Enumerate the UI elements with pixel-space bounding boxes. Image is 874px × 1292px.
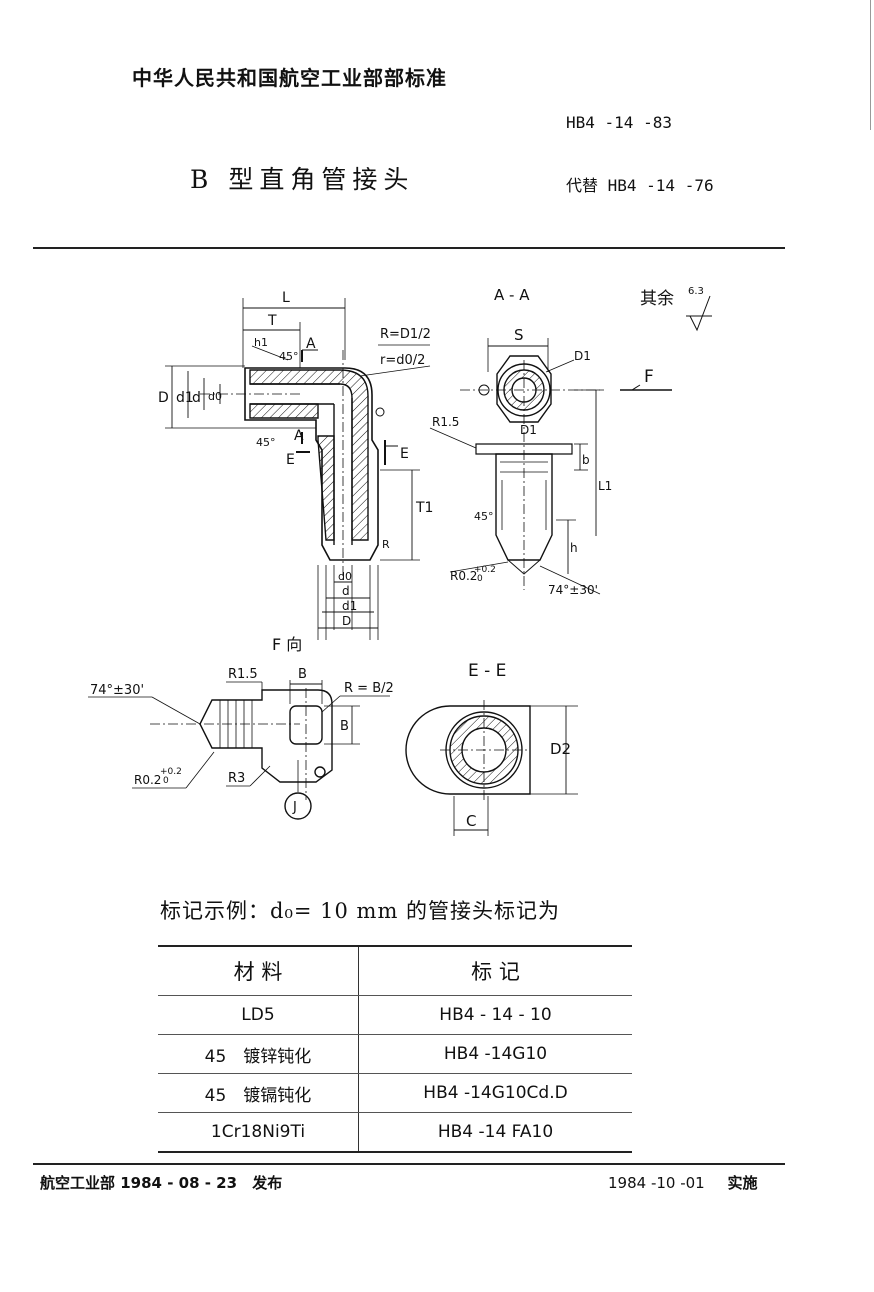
radius-note: R=D1/2 [380, 327, 431, 342]
replaces-standard: 代替 HB4 -14 -76 [566, 176, 714, 195]
view-f-dim: R = B/2 [344, 681, 394, 696]
issue-date: 航空工业部 1984 - 08 - 23 [40, 1174, 238, 1192]
view-f [88, 680, 390, 820]
standard-code: HB4 -14 -83 [566, 113, 672, 132]
main-dim-label: d [342, 584, 350, 598]
marking-example-text: 标记示例：d₀= 10 mm 的管接头标记为 [160, 899, 561, 923]
section-aa-dim: +0.2 [474, 565, 496, 575]
main-dim-label: h1 [254, 336, 268, 349]
table-row: 45 镀镉钝化 HB4 -14G10Cd.D [158, 1073, 632, 1113]
column-header-mark: 标 记 [358, 945, 632, 996]
material-cell: 1Cr18Ni9Ti [158, 1112, 359, 1153]
column-header-material: 材 料 [158, 945, 359, 996]
table-row: LD5 HB4 - 14 - 10 [158, 995, 632, 1035]
main-dim-label: E [400, 446, 409, 462]
section-aa-dim: h [570, 541, 578, 555]
section-aa-dim: D1 [520, 423, 537, 437]
surface-note: 其余 [640, 289, 674, 309]
main-dim-label: E [286, 452, 295, 468]
section-ee-label: E - E [468, 661, 506, 681]
section-aa-view [429, 295, 712, 595]
main-dim-label: d0 [338, 570, 352, 583]
table-row: 45 镀锌钝化 HB4 -14G10 [158, 1034, 632, 1074]
issuing-organization: 中华人民共和国航空工业部部标准 [132, 66, 447, 90]
section-ee-view [405, 700, 578, 836]
section-aa-dim: 0 [477, 574, 483, 584]
effective-info: 1984 -10 -01 实施 [608, 1172, 758, 1193]
main-dim-label: d1 [176, 390, 194, 406]
material-cell: 45 镀镉钝化 [158, 1073, 359, 1113]
main-dim-label: 45° [256, 436, 276, 449]
issue-info: 航空工业部 1984 - 08 - 23 发布 [40, 1172, 282, 1193]
section-aa-dim: 74°±30' [548, 583, 598, 597]
section-aa-dim: D1 [574, 349, 591, 363]
mark-cell: HB4 -14G10 [358, 1034, 632, 1074]
footer-rule [33, 1163, 785, 1165]
section-aa-dim: L1 [598, 479, 612, 493]
section-aa-dim: S [514, 326, 524, 344]
radius-note: r=d0/2 [380, 353, 425, 368]
view-f-dim: 74°±30' [90, 683, 144, 698]
table-row: 1Cr18Ni9Ti HB4 -14 FA10 [158, 1112, 632, 1153]
document-title: B 型直角管接头 [190, 165, 415, 194]
view-f-dim: B [298, 667, 307, 682]
main-dim-label: d1 [342, 599, 357, 613]
view-f-dim: R0.2 [134, 773, 161, 787]
material-cell: LD5 [158, 995, 359, 1035]
issue-label: 发布 [252, 1174, 283, 1192]
main-dim-label: T1 [415, 500, 433, 516]
main-dim-label: d [192, 390, 201, 406]
main-dim-label: d0 [208, 390, 222, 403]
main-dim-label: R [382, 538, 390, 551]
section-aa-dim: b [582, 453, 590, 467]
section-aa-dim: R0.2 [450, 569, 477, 583]
main-dim-label: A [294, 428, 304, 444]
view-f-dim: +0.2 [160, 767, 182, 777]
main-dim-label: D [158, 390, 169, 406]
main-elbow-view [165, 298, 431, 640]
view-f-dim: J [292, 800, 297, 815]
marking-table: 材 料 标 记 LD5 HB4 - 14 - 10 45 镀锌钝化 HB4 -1… [158, 945, 632, 1153]
view-f-label: F 向 [272, 635, 302, 654]
mark-cell: HB4 -14 FA10 [358, 1112, 632, 1153]
section-aa-dim: F [644, 367, 654, 387]
view-f-dim: B [340, 719, 349, 734]
page-edge-line [870, 0, 871, 130]
mark-cell: HB4 -14G10Cd.D [358, 1073, 632, 1113]
section-ee-dim: C [466, 812, 476, 830]
material-cell: 45 镀锌钝化 [158, 1034, 359, 1074]
effective-date: 1984 -10 -01 [608, 1174, 705, 1192]
effective-label: 实施 [727, 1174, 758, 1192]
section-ee-dim: D2 [550, 740, 571, 758]
main-dim-label: T [267, 313, 277, 329]
main-dim-label: L [282, 290, 290, 306]
technical-drawing: L T h1 45° A D d1 d d0 45° A E E T1 R d0… [88, 286, 712, 836]
main-dim-label: A [306, 336, 316, 352]
main-dim-label: D [342, 614, 351, 628]
section-aa-dim: 45° [474, 510, 494, 523]
table-header-row: 材 料 标 记 [158, 945, 632, 996]
section-aa-dim: R1.5 [432, 415, 459, 429]
roughness-value: 6.3 [688, 286, 704, 297]
header-rule [33, 247, 785, 249]
view-f-dim: R3 [228, 771, 245, 786]
section-aa-label: A - A [494, 286, 530, 304]
main-dim-label: 45° [279, 350, 299, 363]
view-f-dim: R1.5 [228, 667, 258, 682]
view-f-dim: 0 [163, 776, 169, 786]
mark-cell: HB4 - 14 - 10 [358, 995, 632, 1035]
